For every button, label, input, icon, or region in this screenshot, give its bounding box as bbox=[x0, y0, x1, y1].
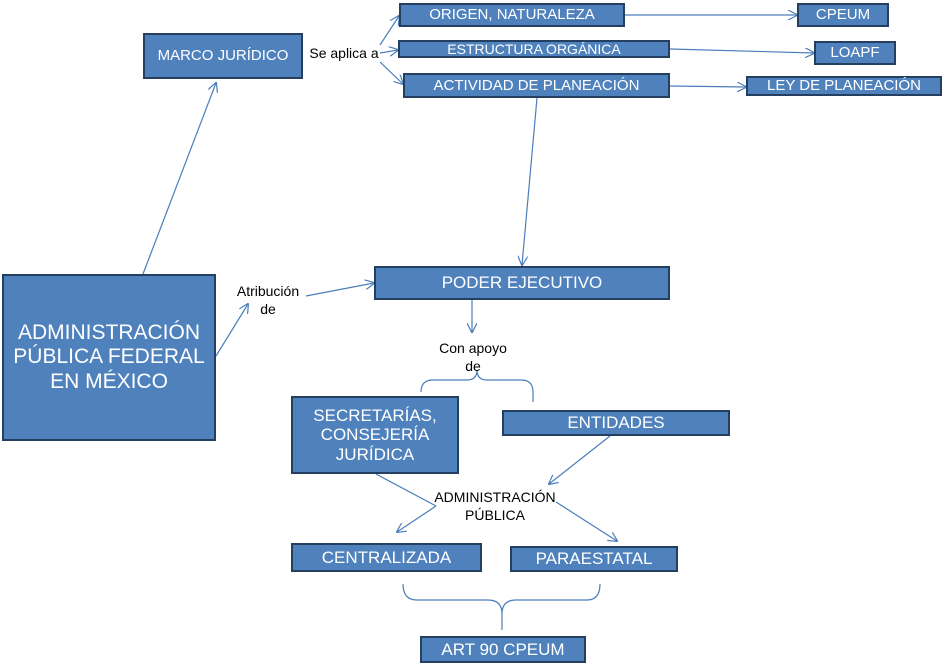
label-con-apoyo-de: Con apoyo de bbox=[439, 340, 507, 374]
label-administracion-publica: ADMINISTRACIÓN PÚBLICA bbox=[434, 489, 556, 523]
brace-bottom bbox=[402, 583, 601, 630]
node-ley-de-planeacion: LEY DE PLANEACIÓN bbox=[746, 76, 942, 96]
node-loapf: LOAPF bbox=[814, 41, 896, 65]
arrow-se-aplica-to-estructura bbox=[379, 50, 398, 53]
node-marco-juridico: MARCO JURÍDICO bbox=[143, 33, 303, 79]
node-administracion-publica-federal: ADMINISTRACIÓN PÚBLICA FEDERAL EN MÉXICO bbox=[2, 274, 216, 441]
node-secretarias-consejeria-juridica: SECRETARÍAS, CONSEJERÍA JURÍDICA bbox=[291, 396, 459, 474]
arrow-actividad-to-poder bbox=[522, 97, 538, 265]
node-poder-ejecutivo: PODER EJECUTIVO bbox=[374, 266, 670, 300]
node-art-90-cpeum: ART 90 CPEUM bbox=[420, 636, 586, 663]
node-estructura-organica: ESTRUCTURA ORGÁNICA bbox=[398, 40, 670, 58]
arrow-apf-to-marco bbox=[142, 83, 216, 275]
arrow-se-aplica-to-actividad bbox=[379, 61, 403, 84]
brace-con-apoyo bbox=[420, 369, 534, 402]
node-origen-naturaleza: ORIGEN, NATURALEZA bbox=[399, 3, 625, 27]
line-secretarias-to-admin bbox=[375, 473, 437, 507]
arrow-actividad-to-ley bbox=[669, 86, 746, 87]
arrow-admin-to-centralizada bbox=[397, 505, 437, 532]
arrow-admin-to-paraestatal bbox=[555, 501, 617, 541]
label-se-aplica-a: Se aplica a bbox=[309, 45, 379, 61]
arrow-atribucion-to-poder bbox=[305, 283, 374, 297]
node-centralizada: CENTRALIZADA bbox=[291, 543, 482, 572]
arrow-entidades-to-admin bbox=[549, 435, 611, 484]
node-actividad-de-planeacion: ACTIVIDAD DE PLANEACIÓN bbox=[403, 73, 670, 98]
node-cpeum: CPEUM bbox=[797, 3, 889, 27]
arrow-se-aplica-to-origen bbox=[379, 16, 399, 46]
label-atribucion-de: Atribución de bbox=[236, 283, 300, 317]
line-apf-to-atribucion bbox=[215, 304, 248, 357]
node-paraestatal: PARAESTATAL bbox=[510, 546, 678, 572]
node-entidades: ENTIDADES bbox=[502, 410, 730, 436]
arrow-estructura-to-loapf bbox=[669, 49, 814, 53]
